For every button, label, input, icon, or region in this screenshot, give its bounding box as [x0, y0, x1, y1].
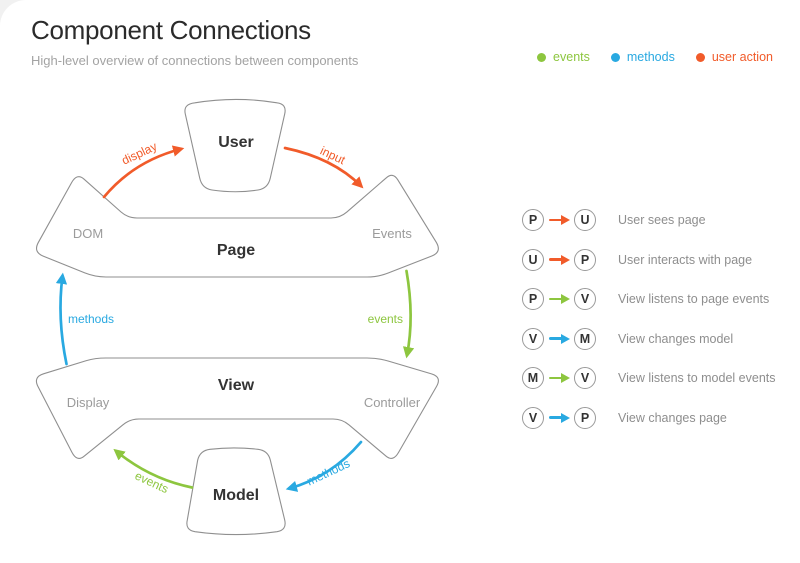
legend-item-methods: methods — [610, 50, 675, 64]
connection-description: View changes page — [618, 410, 727, 425]
display-arrow — [102, 145, 185, 199]
legend-label: user action — [711, 50, 773, 64]
arrow-right-icon — [548, 215, 570, 226]
connection-description: User interacts with page — [618, 252, 753, 267]
user-action-dot-icon — [695, 52, 705, 62]
view-methods-arrow — [55, 272, 68, 366]
connection-row: M V View listens to model events — [522, 367, 776, 389]
legend: events methods user action — [537, 50, 773, 64]
connection-list: P U User sees page U P User interacts wi… — [522, 209, 776, 446]
model-events-arrow — [113, 448, 194, 489]
connection-row: V P View changes page — [522, 406, 776, 429]
connection-from-node: M — [522, 367, 544, 389]
view-node-label: View — [218, 377, 255, 394]
connection-description: View listens to page events — [618, 292, 770, 306]
legend-item-events: events — [537, 50, 590, 64]
connection-to-node: V — [574, 367, 596, 389]
connection-from-node: V — [522, 406, 544, 429]
connection-to-node: V — [574, 288, 596, 310]
page-events-edge-label: events — [368, 312, 403, 326]
page-node-shape — [35, 174, 439, 278]
page-events-arrow — [402, 269, 415, 359]
header: Component Connections High-level overvie… — [31, 15, 358, 68]
model-node-label: Model — [213, 487, 259, 504]
page-corner-decoration — [0, 0, 26, 26]
display-edge-label: display — [119, 139, 159, 167]
page-subtitle: High-level overview of connections betwe… — [31, 53, 359, 68]
connection-description: View changes model — [618, 331, 734, 346]
connection-to-node: P — [574, 248, 596, 271]
arrow-right-icon — [548, 373, 570, 384]
controller-methods-edge-label: methods — [304, 456, 352, 488]
connection-from-node: P — [522, 209, 544, 231]
arrow-right-icon — [548, 412, 570, 423]
connection-from-node: U — [522, 248, 544, 271]
events-dot-icon — [537, 52, 547, 62]
page-node-label: Page — [217, 242, 255, 259]
events-sub-label: Events — [372, 226, 412, 241]
view-node-shape — [35, 357, 439, 459]
connection-from-node: P — [522, 288, 544, 310]
dom-sub-label: DOM — [73, 226, 103, 241]
arrow-right-icon — [548, 333, 570, 344]
legend-item-user-action: user action — [695, 50, 773, 64]
user-node-label: User — [218, 134, 254, 151]
view-methods-edge-label: methods — [68, 312, 114, 326]
methods-dot-icon — [610, 52, 620, 62]
display-sub-label: Display — [67, 395, 110, 410]
arrow-right-icon — [548, 294, 570, 305]
connection-row: P U User sees page — [522, 209, 776, 231]
controller-sub-label: Controller — [364, 395, 421, 410]
legend-label: events — [553, 50, 590, 64]
user-node-shape — [184, 98, 286, 193]
connection-description: View listens to model events — [618, 371, 776, 385]
connection-to-node: P — [574, 406, 596, 429]
controller-methods-arrow — [285, 440, 363, 492]
connection-row: P V View listens to page events — [522, 288, 776, 310]
connection-to-node: U — [574, 209, 596, 231]
connection-from-node: V — [522, 327, 544, 350]
connection-row: V M View changes model — [522, 327, 776, 350]
connection-row: U P User interacts with page — [522, 248, 776, 271]
connection-to-node: M — [574, 327, 596, 350]
model-node-shape — [186, 447, 286, 536]
arrow-right-icon — [548, 254, 570, 265]
legend-label: methods — [626, 50, 675, 64]
page-title: Component Connections — [31, 15, 311, 45]
input-arrow — [283, 146, 364, 189]
connection-description: User sees page — [618, 213, 706, 227]
